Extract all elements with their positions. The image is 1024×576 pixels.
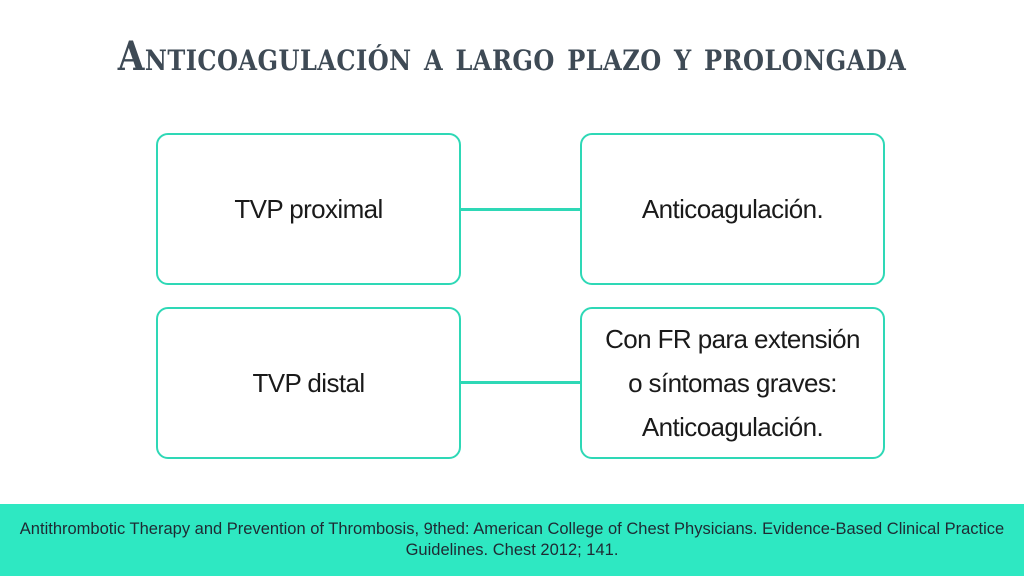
box-con-fr: Con FR para extensión o síntomas graves:… <box>580 307 885 459</box>
box-tvp-distal: TVP distal <box>156 307 461 459</box>
footer-citation: Antithrombotic Therapy and Prevention of… <box>19 520 1005 559</box>
box-line: Con FR para extensión <box>605 324 860 354</box>
box-label: Anticoagulación. <box>641 194 824 224</box>
box-line: Anticoagulación. <box>641 412 824 442</box>
box-label: TVP distal <box>252 368 365 398</box>
box-text-block: Con FR para extensión o síntomas graves:… <box>605 317 860 449</box>
footer-band: Antithrombotic Therapy and Prevention of… <box>0 504 1024 576</box>
slide-title: Anticoagulación a largo plazo y prolonga… <box>117 33 907 80</box>
connector-line <box>461 208 580 211</box>
connector-line <box>461 381 580 384</box>
box-line: o síntomas graves: <box>628 368 837 398</box>
box-tvp-proximal: TVP proximal <box>156 133 461 285</box>
box-anticoagulacion: Anticoagulación. <box>580 133 885 285</box>
box-label: TVP proximal <box>234 194 383 224</box>
